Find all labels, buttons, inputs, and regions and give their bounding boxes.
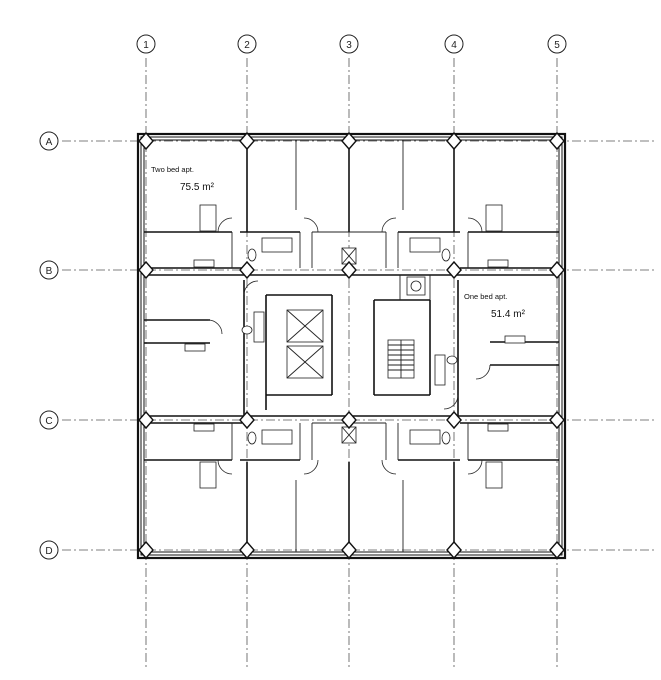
column xyxy=(341,540,357,560)
structural-columns xyxy=(138,131,565,560)
column xyxy=(239,131,255,151)
column xyxy=(341,260,357,280)
kitchen-counters xyxy=(184,204,526,489)
bathroom-fixtures xyxy=(241,237,458,445)
grid-bubble-5: 5 xyxy=(547,34,567,54)
stair xyxy=(387,339,415,379)
column xyxy=(341,410,357,430)
one-bed-apt-area: 51.4 m² xyxy=(491,309,526,320)
column xyxy=(446,131,462,151)
column xyxy=(138,410,154,430)
elevator-shafts xyxy=(286,309,324,379)
column xyxy=(446,410,462,430)
column xyxy=(341,131,357,151)
grid-label-3: 3 xyxy=(346,40,352,51)
column xyxy=(446,260,462,280)
door-swings xyxy=(207,217,491,475)
grid-bubble-3: 3 xyxy=(339,34,359,54)
grid-bubble-A: A xyxy=(39,131,59,151)
grid-bubble-D: D xyxy=(39,540,59,560)
grid-bubble-1: 1 xyxy=(136,34,156,54)
grid-label-B: B xyxy=(46,266,53,277)
grid-bubble-2: 2 xyxy=(237,34,257,54)
room-labels: Two bed apt. 75.5 m² One bed apt. 51.4 m… xyxy=(151,165,526,320)
grid-label-D: D xyxy=(45,546,52,557)
two-bed-apt-area: 75.5 m² xyxy=(180,182,215,193)
two-bed-apt-label: Two bed apt. xyxy=(151,165,194,174)
grid-bubble-B: B xyxy=(39,260,59,280)
column xyxy=(549,260,565,280)
grid-bubble-4: 4 xyxy=(444,34,464,54)
column xyxy=(239,410,255,430)
column xyxy=(549,131,565,151)
column xyxy=(239,540,255,560)
grid-bubbles: 1 2 3 4 5 A B C xyxy=(39,34,567,560)
column xyxy=(138,260,154,280)
column xyxy=(138,131,154,151)
grid-label-2: 2 xyxy=(244,40,250,51)
interior-walls xyxy=(144,140,559,552)
column xyxy=(138,540,154,560)
column xyxy=(549,540,565,560)
grid-label-4: 4 xyxy=(451,40,457,51)
grid-label-A: A xyxy=(46,137,53,148)
column xyxy=(446,540,462,560)
grid-label-C: C xyxy=(45,416,52,427)
grid-label-5: 5 xyxy=(554,40,560,51)
one-bed-apt-label: One bed apt. xyxy=(464,292,507,301)
column xyxy=(239,260,255,280)
grid-label-1: 1 xyxy=(143,40,149,51)
grid-bubble-C: C xyxy=(39,410,59,430)
column xyxy=(549,410,565,430)
